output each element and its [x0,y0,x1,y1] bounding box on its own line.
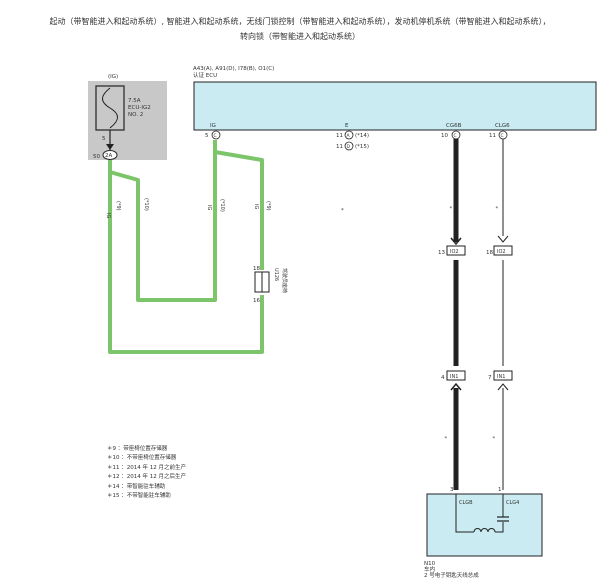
footnote-11: ＊11 ：2014 年 12 月之前生产 [107,464,186,471]
io2-left-pin: 13 [438,250,445,256]
fuse-connector [102,150,118,160]
footnote-10: ＊10 ：不带座椅位置存储器 [107,455,177,462]
ecu-pin-cg6b-number: 10 [441,133,448,139]
io2-right-chevron-icon [497,235,509,243]
wire-1-label: IG [105,213,111,218]
title-line-1: 起动（带智能进入和起动系统）, 智能进入和起动系统，无线门锁控制（带智能进入和起… [49,17,551,26]
memory-code: U126 [273,268,279,281]
in1-left-pin: 4 [441,375,445,381]
green-wire-outer [108,160,264,354]
antenna-name: 2 号电子钥匙天线总成 [424,571,479,579]
page-title: 起动（带智能进入和起动系统）, 智能进入和起动系统，无线门锁控制（带智能进入和起… [0,14,600,44]
antenna-code: N10 [424,561,436,567]
io2-right-label: IO2 [497,249,506,255]
ecu-pin-e2-number: 11 [336,144,343,150]
title-line-2: 转向锁（带智能进入和起动系统） [240,32,360,41]
fuse-ig-label: (IG) [108,74,118,80]
io2-right-pin: 18 [486,250,493,256]
fuse-pin-bottom: 50 [93,154,100,160]
footnote-12: ＊12 ：2014 年 12 月之后生产 [107,474,186,481]
ecu-pin-e-number: 11 [336,133,343,139]
ecu-pin-e2-connector [344,141,354,151]
ecu-pin-ig-conn: C [214,133,217,139]
ecu-pin-e-note: (*14) [355,133,369,139]
memory-pin-bottom: 16 [253,298,260,304]
wire-6-mark: * [492,206,498,209]
in1-right-pin: 7 [488,375,492,381]
ecu-pin-cg6b-conn: C [454,133,457,139]
green-wire-inner [109,140,217,302]
ecu-pin-ig-label: IG [210,123,216,129]
memory-name: 驾驶员座椅 [281,268,288,293]
green-wires [108,140,264,354]
fuse-name: ECU-IG2 [128,105,151,111]
io2-right-box [493,245,513,256]
ecu-pin-e2-conn: D [347,144,351,150]
footnote-15: ＊15 ：不带智能驻车辅助 [107,493,171,500]
in1-right-chevron-icon [497,383,509,391]
green-wire-memory [214,150,264,270]
fuse-arrow-icon [106,144,114,150]
antenna-pin-left: 3 [450,487,454,493]
wire-4-label: IG [253,204,259,209]
antenna-wire-coil [495,522,504,533]
ecu-pin-clg6-label: CLG6 [495,123,510,129]
antenna-wire-left [455,494,474,533]
fuse-icon [102,87,118,129]
antenna-box [426,493,543,557]
antenna-pin-right: 1 [498,487,502,493]
memory-pin-top: 18 [253,266,260,272]
io2-left-box [446,245,466,256]
footnote-9: ＊9 ：带座椅位置存储器 [107,446,168,452]
ecu-name: 认证 ECU [193,71,217,79]
ecu-pin-e-label: E [345,123,349,129]
ecu-pin-e-connector [344,130,354,140]
ecu-pin-ig-number: 5 [205,133,209,139]
io2-left-chevron-icon [450,237,462,246]
in1-left-box [446,370,466,381]
fuse-amp: 7.5A [128,98,141,104]
footnotes: ＊9 ：带座椅位置存储器 ＊10 ：不带座椅位置存储器 ＊11 ：2014 年 … [107,445,186,501]
ecu-pin-e2-note: (*15) [355,144,369,150]
wire-dash-mark: * [341,208,344,214]
antenna-label-right: CLG4 [506,500,519,506]
wire-2-note: (*10) [143,198,149,211]
wire-3-note: (*10) [219,199,225,212]
antenna-location: 车内 [424,565,435,573]
io2-left-label: IO2 [450,249,459,255]
in1-right-box [493,370,513,381]
ecu-pin-clg6-conn: C [501,133,504,139]
fuse-number: NO. 2 [128,112,143,118]
wire-4-note: (*9) [265,201,271,211]
ecu-pin-clg6-number: 11 [489,133,496,139]
antenna-label-left: CLGB [459,500,473,506]
wire-5-mark: * [446,206,452,209]
ecu-codes: A43(A), A91(D), I78(B), O1(C) [193,66,274,72]
in1-left-label: IN1 [450,374,458,380]
ecu-pin-e-conn: A [347,133,351,139]
in1-left-chevron-icon [450,382,462,391]
fuse-pin-top: 5 [102,136,106,142]
ecu-pin-ig-connector [211,130,221,140]
wire-7-mark: * [441,436,447,439]
wire-1-note: (*9) [115,201,121,211]
in1-right-label: IN1 [497,374,505,380]
ecu-pin-cg6b-label: CG6B [446,123,462,129]
wire-3-label: IG [206,205,212,210]
fuse-box [88,81,167,160]
footnote-14: ＊14 ：带智能驻车辅助 [107,483,166,490]
fuse-connector-label: 2A [105,153,112,159]
ecu-box [193,81,597,131]
coil-icon [473,528,496,533]
wire-8-mark: * [489,436,495,439]
